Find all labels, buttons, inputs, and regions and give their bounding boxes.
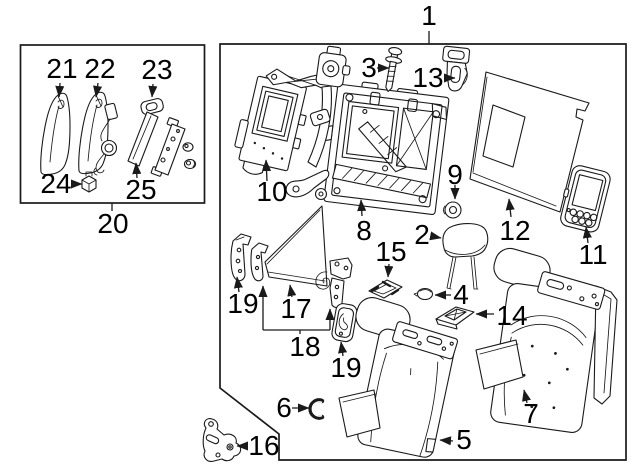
part-19-bracket-left-drawing xyxy=(230,233,252,282)
part-8-frame-drawing xyxy=(320,81,450,215)
callout-5-label[interactable]: 5 xyxy=(456,424,472,455)
seat-belt-drawing xyxy=(285,45,351,201)
callout-14-label[interactable]: 14 xyxy=(496,300,528,331)
part-3-bolt-drawing xyxy=(385,46,403,93)
callout-7-label[interactable]: 7 xyxy=(523,398,539,429)
callout-13-label[interactable]: 13 xyxy=(412,62,444,93)
part-17-panel-drawing xyxy=(264,205,328,287)
callout-17-label[interactable]: 17 xyxy=(280,293,312,324)
callout-22-label[interactable]: 22 xyxy=(84,53,116,84)
callout-6-label[interactable]: 6 xyxy=(276,392,292,423)
callout-20-label[interactable]: 20 xyxy=(97,208,129,239)
callout-11-label[interactable]: 11 xyxy=(578,239,608,270)
callout-24-label[interactable]: 24 xyxy=(40,168,72,199)
part-24-clip-drawing xyxy=(81,171,97,193)
callout-23-arrow xyxy=(148,83,158,98)
callout-19b-label[interactable]: 19 xyxy=(330,352,362,383)
part-13-latch-striker-drawing xyxy=(442,45,471,92)
callout-15-label[interactable]: 15 xyxy=(375,236,407,267)
inset-assembly-box-group xyxy=(19,44,206,211)
inset-grommet-fasteners-drawing xyxy=(182,142,197,170)
part-11-grille-unit-drawing xyxy=(560,165,611,233)
callout-25-arrow xyxy=(132,162,142,179)
part-6-clip-drawing xyxy=(308,398,325,420)
part-22-guide-sleeve-drawing xyxy=(78,91,109,175)
release-cable-drawing xyxy=(93,102,118,176)
part-16-bracket-drawing xyxy=(202,418,242,462)
callout-11-arrow xyxy=(582,226,592,244)
callout-8-label[interactable]: 8 xyxy=(356,215,372,246)
part-10-panel-drawing xyxy=(234,75,307,175)
callout-4-label[interactable]: 4 xyxy=(453,279,469,310)
callout-5-arrow xyxy=(439,436,454,446)
callout-16-label[interactable]: 16 xyxy=(248,430,280,461)
callout-19b-arrow xyxy=(338,341,348,357)
part-2-headrest-drawing xyxy=(442,223,489,290)
callout-7-arrow xyxy=(522,389,531,404)
part-4-grommet-drawing xyxy=(413,287,434,301)
part-12-back-panel-drawing xyxy=(469,71,590,213)
callout-15-arrow xyxy=(384,263,394,278)
callout-17-arrow xyxy=(287,284,297,298)
callout-23-label[interactable]: 23 xyxy=(141,54,173,85)
callout-18-label[interactable]: 18 xyxy=(289,331,321,362)
callout-1-label[interactable]: 1 xyxy=(421,0,437,31)
part-25-strip-drawing xyxy=(127,111,159,167)
part-15-pad-drawing xyxy=(368,279,403,299)
part-19-cover-right-drawing xyxy=(331,303,358,343)
callout-9-label[interactable]: 9 xyxy=(447,159,463,190)
callout-12-arrow xyxy=(505,198,515,218)
part-23-button-drawing xyxy=(140,98,164,115)
callout-21-label[interactable]: 21 xyxy=(46,53,78,84)
part-18-hinge-bracket-drawing xyxy=(250,242,269,282)
callout-19a-arrow xyxy=(233,276,243,293)
main-box-border xyxy=(219,43,627,461)
inset-bracket-plate-drawing xyxy=(150,117,186,177)
callout-22-arrow xyxy=(93,82,103,98)
part-21-guide-sleeve-drawing xyxy=(40,92,71,176)
callout-19a-label[interactable]: 19 xyxy=(227,288,259,319)
callout-10-label[interactable]: 10 xyxy=(256,176,288,207)
main-assembly-box-group xyxy=(219,31,627,461)
callout-8-arrow xyxy=(357,199,367,217)
callout-12-label[interactable]: 12 xyxy=(499,215,531,246)
callout-25-label[interactable]: 25 xyxy=(125,174,157,205)
callout-18-bracket-lines xyxy=(258,285,335,334)
part-5-cushion-drawing xyxy=(338,297,459,458)
callout-3-label[interactable]: 3 xyxy=(361,52,377,83)
callout-2-arrow xyxy=(429,231,442,241)
callout-10-arrow xyxy=(261,159,272,182)
callout-2-label[interactable]: 2 xyxy=(414,219,430,250)
callout-21-arrow xyxy=(55,82,65,98)
part-9-nut-drawing xyxy=(443,201,462,219)
part-18-latch-mechanism-drawing xyxy=(315,257,353,308)
part-14-bracket-drawing xyxy=(435,306,475,330)
part-7-cushion-drawing xyxy=(475,247,618,433)
